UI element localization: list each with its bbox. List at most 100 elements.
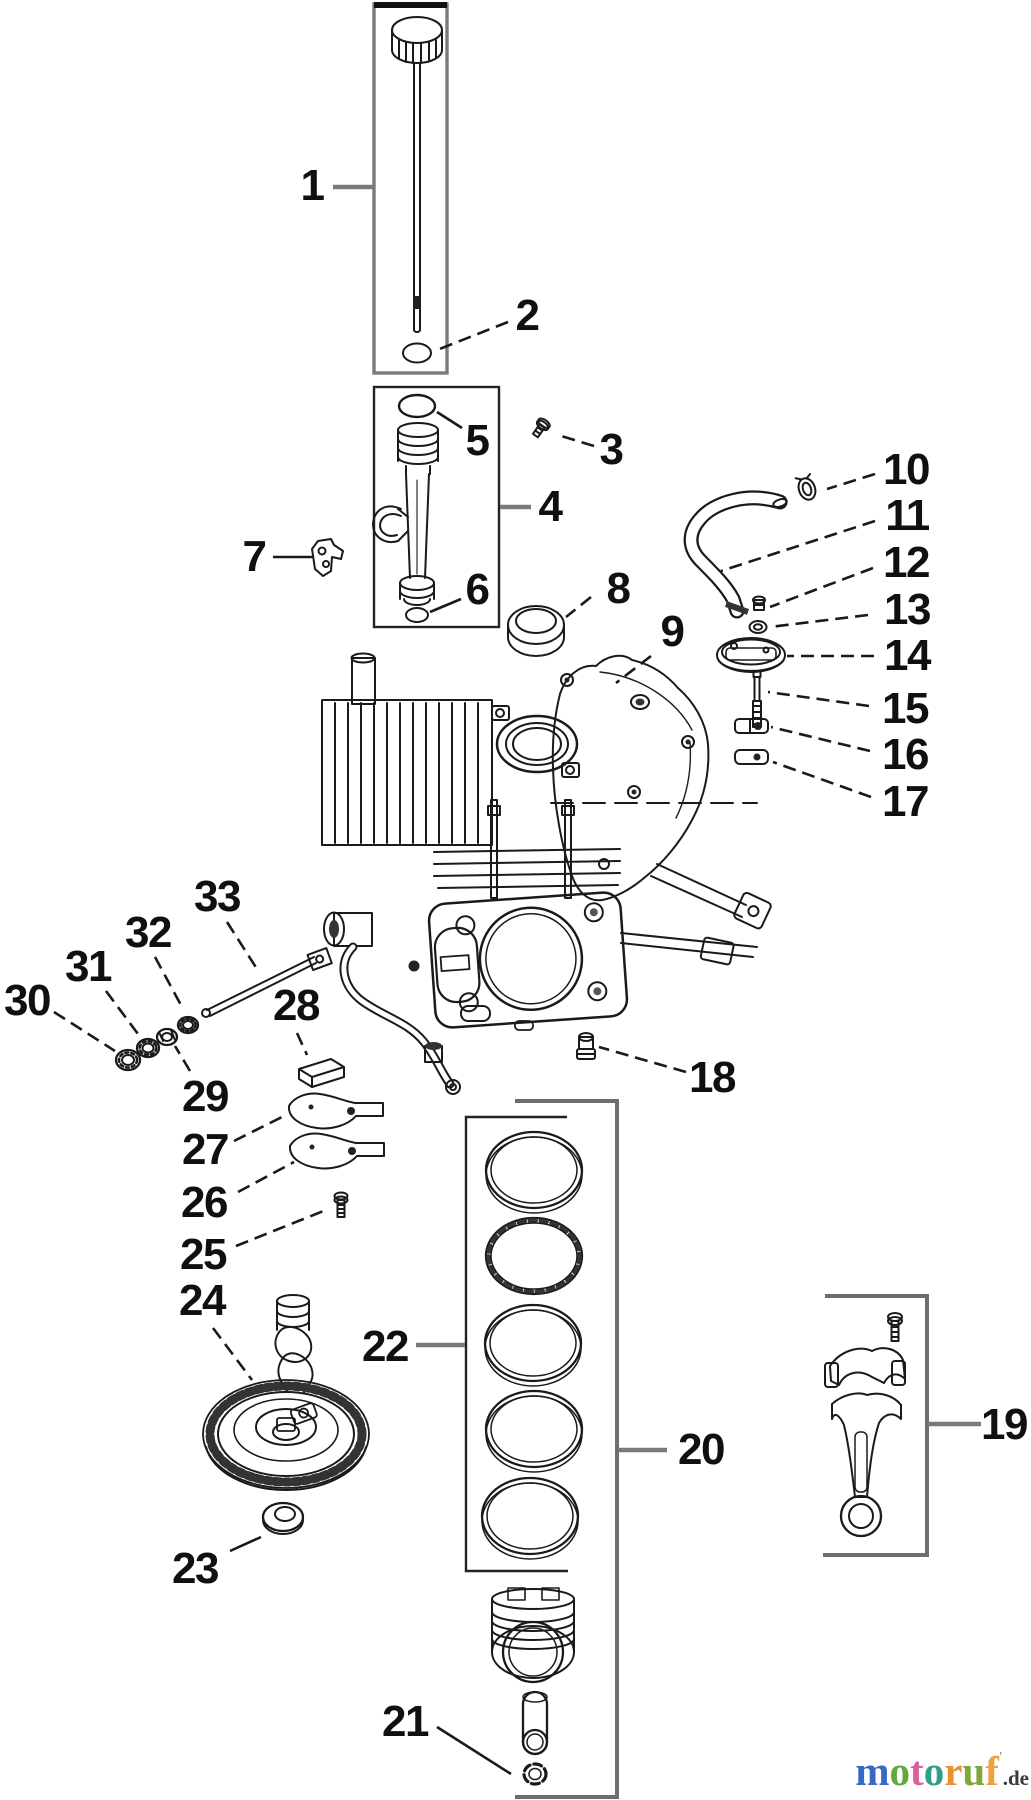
callout-6: 6 <box>465 565 490 614</box>
bolt-12 <box>752 595 766 611</box>
leader-line-23 <box>229 1535 262 1553</box>
callout-7: 7 <box>242 532 267 581</box>
leader-line-8 <box>565 595 592 619</box>
motoruf-letter: u <box>962 1748 986 1794</box>
fill-tube-box <box>372 385 501 629</box>
cam-gear <box>202 1379 370 1489</box>
crankcase-cover <box>551 654 710 902</box>
retainer-clip <box>522 1762 548 1786</box>
leader-line-24 <box>211 1327 254 1381</box>
leader-line-29 <box>173 1045 192 1072</box>
oil-fill-tube <box>372 393 439 606</box>
callout-30: 30 <box>4 976 51 1025</box>
piston-ring <box>483 1303 583 1387</box>
leader-line-6 <box>429 597 462 614</box>
callout-23: 23 <box>172 1544 219 1593</box>
governor-arm-26 <box>288 1132 385 1170</box>
callout-1: 1 <box>300 161 325 210</box>
callout-13: 13 <box>884 585 931 634</box>
tube-oring-top <box>397 393 437 419</box>
hose-clamp-10 <box>794 473 817 501</box>
leader-line-11 <box>720 519 876 573</box>
piston-ring <box>484 1130 584 1214</box>
callout-22: 22 <box>362 1322 409 1371</box>
leader-line-5 <box>436 410 463 430</box>
leader-line-17 <box>772 760 872 799</box>
leader-line-28 <box>295 1032 309 1056</box>
crankcase-9 <box>321 652 772 1095</box>
reed-stop-17 <box>734 749 769 765</box>
callout-33: 33 <box>194 872 241 921</box>
rod-cap <box>824 1347 906 1388</box>
leader-line-10 <box>826 472 876 491</box>
dipstick-oring <box>402 342 432 364</box>
callout-8: 8 <box>606 564 631 613</box>
callout-27: 27 <box>182 1125 229 1174</box>
leader-line-26 <box>237 1160 295 1194</box>
motoruf-letter: f <box>985 1748 999 1794</box>
connecting-rod-19 <box>824 1312 906 1538</box>
callout-5: 5 <box>465 416 490 465</box>
motoruf-letter: r <box>944 1748 963 1794</box>
leader-line-9 <box>615 654 652 685</box>
callout-29: 29 <box>182 1072 229 1121</box>
washer-29 <box>135 1037 161 1059</box>
callout-3: 3 <box>599 425 624 474</box>
motoruf-letter: t <box>910 1748 924 1794</box>
piston-assembly-21 <box>491 1587 575 1786</box>
callout-12: 12 <box>883 538 930 587</box>
leader-line-21 <box>436 1725 512 1776</box>
callout-9: 9 <box>660 607 685 656</box>
piston-ring <box>484 1389 584 1473</box>
callout-24: 24 <box>179 1276 226 1325</box>
drain-plug-18 <box>576 1032 596 1060</box>
breather-hose-11 <box>683 490 788 619</box>
motoruf-watermark: motoruf'.de <box>855 1751 1029 1792</box>
callout-15: 15 <box>882 684 929 733</box>
leader-line-32 <box>153 956 184 1008</box>
callout-4: 4 <box>538 482 563 531</box>
screw-25 <box>333 1191 349 1218</box>
motoruf-letter: o <box>923 1748 945 1794</box>
washer-cluster <box>114 1015 200 1072</box>
callout-26: 26 <box>181 1178 228 1227</box>
reed-plate-16 <box>734 718 769 734</box>
piston-kit-box <box>515 1099 619 1799</box>
key-28 <box>298 1058 345 1088</box>
leader-line-15 <box>767 690 870 708</box>
cylinder-bore <box>478 906 584 1012</box>
lock-washer-32 <box>176 1015 200 1035</box>
leader-line-16 <box>770 725 871 753</box>
motoruf-wordmark: motoruf <box>855 1748 998 1794</box>
rod-beam <box>831 1392 902 1538</box>
callout-21: 21 <box>382 1697 429 1746</box>
callout-16: 16 <box>882 730 929 779</box>
head-gasket-face <box>427 891 629 1029</box>
breather-plate-14 <box>716 637 786 673</box>
piston-ring <box>480 1476 580 1560</box>
piston-ring <box>484 1216 584 1296</box>
callout-19: 19 <box>981 1400 1028 1449</box>
washer-13 <box>748 620 768 634</box>
leader-line-12 <box>769 566 874 609</box>
motoruf-domain-suffix: .de <box>1002 1766 1029 1790</box>
dipstick <box>391 16 443 333</box>
nut-31 <box>155 1027 179 1047</box>
bracket-7 <box>311 538 344 577</box>
callout-25: 25 <box>180 1230 227 1279</box>
callout-20: 20 <box>678 1425 725 1474</box>
piston-ring-set <box>480 1130 584 1560</box>
callout-14: 14 <box>884 631 931 680</box>
motoruf-tick: ' <box>998 1750 1003 1765</box>
leader-line-13 <box>769 613 869 629</box>
callout-28: 28 <box>273 981 320 1030</box>
callout-31: 31 <box>65 942 112 991</box>
callout-32: 32 <box>125 908 172 957</box>
leader-line-2 <box>436 320 509 352</box>
leader-line-3 <box>557 433 595 448</box>
governor-rod-33 <box>201 947 333 1018</box>
cylinder-collar <box>495 714 579 774</box>
washer-30 <box>114 1048 142 1072</box>
